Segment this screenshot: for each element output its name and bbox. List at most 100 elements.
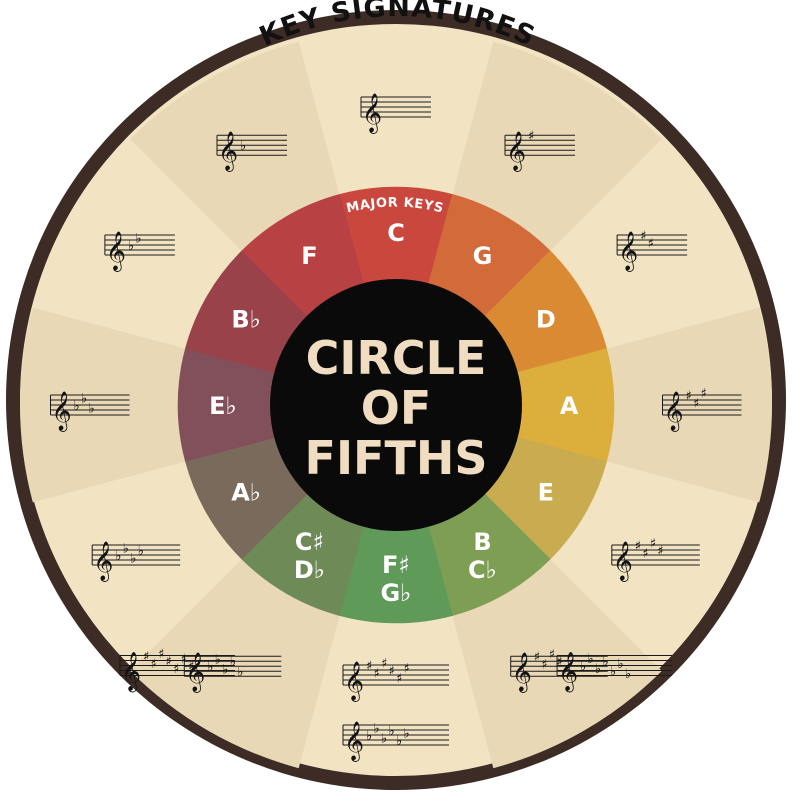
key-signature-f: 𝄞♭ <box>216 131 288 172</box>
treble-clef-icon: 𝄞 <box>218 131 238 172</box>
major-key-label-d: D <box>536 306 556 334</box>
major-key-label-ab: A♭ <box>231 479 261 507</box>
sharp-icon: ♯ <box>642 547 648 562</box>
sharp-icon: ♯ <box>381 657 387 672</box>
key-signature-c: 𝄞 <box>360 93 431 134</box>
sharp-icon: ♯ <box>650 537 656 552</box>
sharp-icon: ♯ <box>173 662 179 677</box>
major-key-label-a: A <box>560 392 579 420</box>
sharp-icon: ♯ <box>556 655 562 670</box>
key-signature-gb: 𝄞♭♭♭♭♭♭ <box>342 721 449 762</box>
sharp-icon: ♯ <box>366 659 372 674</box>
flat-icon: ♭ <box>237 665 243 680</box>
center-title-line-1: CIRCLE <box>306 331 487 385</box>
key-signature-b: 𝄞♯♯♯♯♯ <box>510 648 608 693</box>
sharp-icon: ♯ <box>549 648 555 663</box>
flat-icon: ♭ <box>618 657 624 672</box>
major-key-label-cs: C♯D♭ <box>294 528 325 584</box>
treble-clef-icon: 𝄞 <box>344 721 364 762</box>
center-disc <box>270 279 522 531</box>
flat-icon: ♭ <box>366 729 372 744</box>
key-signature-cs: 𝄞♯♯♯♯♯♯♯ <box>119 647 235 692</box>
key-signature-cb: 𝄞♭♭♭♭♭♭♭ <box>556 651 673 692</box>
sharp-icon: ♯ <box>150 657 156 672</box>
sharp-icon: ♯ <box>374 667 380 682</box>
sharp-icon: ♯ <box>528 129 534 144</box>
treble-clef-icon: 𝄞 <box>185 652 205 693</box>
flat-icon: ♭ <box>625 667 631 682</box>
major-key-label-e: E <box>538 479 554 507</box>
center-title-line-2: OF <box>361 381 432 435</box>
treble-clef-icon: 𝄞 <box>613 541 633 582</box>
sharp-icon: ♯ <box>180 652 186 667</box>
treble-clef-icon: 𝄞 <box>121 651 141 692</box>
key-signature-a: 𝄞♯♯♯ <box>662 387 742 432</box>
major-key-label-c: C <box>387 219 405 247</box>
sharp-icon: ♯ <box>541 658 547 673</box>
major-key-label-fs: F♯G♭ <box>380 551 411 607</box>
sharp-icon: ♯ <box>396 672 402 687</box>
flat-icon: ♭ <box>404 727 410 742</box>
sharp-icon: ♯ <box>534 650 540 665</box>
treble-clef-icon: 𝄞 <box>506 131 526 172</box>
flat-icon: ♭ <box>81 392 87 407</box>
sharp-icon: ♯ <box>635 539 641 554</box>
sharp-icon: ♯ <box>693 397 699 412</box>
sharp-icon: ♯ <box>648 236 654 251</box>
sharp-icon: ♯ <box>165 654 171 669</box>
treble-clef-icon: 𝄞 <box>52 391 72 432</box>
treble-clef-icon: 𝄞 <box>618 231 638 272</box>
flat-icon: ♭ <box>396 734 402 749</box>
treble-clef-icon: 𝄞 <box>362 93 382 134</box>
flat-icon: ♭ <box>135 231 141 246</box>
flat-icon: ♭ <box>389 724 395 739</box>
flat-icon: ♭ <box>74 399 80 414</box>
flat-icon: ♭ <box>115 549 121 564</box>
sharp-icon: ♯ <box>404 662 410 677</box>
sharp-icon: ♯ <box>686 389 692 404</box>
treble-clef-icon: 𝄞 <box>558 651 578 692</box>
flat-icon: ♭ <box>240 139 246 154</box>
key-signature-staves: 𝄞𝄞♯𝄞♯♯𝄞♯♯♯𝄞♯♯♯♯𝄞♯♯♯♯♯𝄞♭♭♭♭♭♭♭𝄞♯♯♯♯♯♯𝄞♭♭♭… <box>50 93 742 762</box>
key-signature-d: 𝄞♯♯ <box>616 229 688 272</box>
flat-icon: ♭ <box>588 652 594 667</box>
flat-icon: ♭ <box>123 542 129 557</box>
flat-icon: ♭ <box>381 732 387 747</box>
treble-clef-icon: 𝄞 <box>93 541 113 582</box>
sharp-icon: ♯ <box>143 649 149 664</box>
treble-clef-icon: 𝄞 <box>664 391 684 432</box>
treble-clef-icon: 𝄞 <box>512 652 532 693</box>
flat-icon: ♭ <box>610 664 616 679</box>
sharp-icon: ♯ <box>701 387 707 402</box>
treble-clef-icon: 𝄞 <box>344 661 364 702</box>
major-key-label-eb: E♭ <box>209 392 237 420</box>
treble-clef-icon: 𝄞 <box>106 231 126 272</box>
key-signature-g: 𝄞♯ <box>504 129 575 172</box>
flat-icon: ♭ <box>580 659 586 674</box>
key-signature-bb: 𝄞♭♭ <box>104 231 175 272</box>
flat-icon: ♭ <box>603 654 609 669</box>
flat-icon: ♭ <box>138 544 144 559</box>
major-key-label-f: F <box>301 242 317 270</box>
flat-icon: ♭ <box>230 655 236 670</box>
flat-icon: ♭ <box>595 662 601 677</box>
key-signature-e: 𝄞♯♯♯♯ <box>611 537 700 582</box>
sharp-icon: ♯ <box>188 659 194 674</box>
sharp-icon: ♯ <box>389 664 395 679</box>
sharp-icon: ♯ <box>657 544 663 559</box>
flat-icon: ♭ <box>207 660 213 675</box>
sharp-icon: ♯ <box>158 647 164 662</box>
flat-icon: ♭ <box>89 402 95 417</box>
flat-icon: ♭ <box>374 722 380 737</box>
flat-icon: ♭ <box>128 239 134 254</box>
major-key-label-g: G <box>473 242 493 270</box>
major-key-label-bb: B♭ <box>231 306 261 334</box>
key-signature-ab: 𝄞♭♭♭♭ <box>91 541 181 582</box>
center-title-line-3: FIFTHS <box>305 431 488 485</box>
flat-icon: ♭ <box>130 552 136 567</box>
key-signature-eb: 𝄞♭♭♭ <box>50 391 130 432</box>
key-signature-fs: 𝄞♯♯♯♯♯♯ <box>342 657 449 702</box>
